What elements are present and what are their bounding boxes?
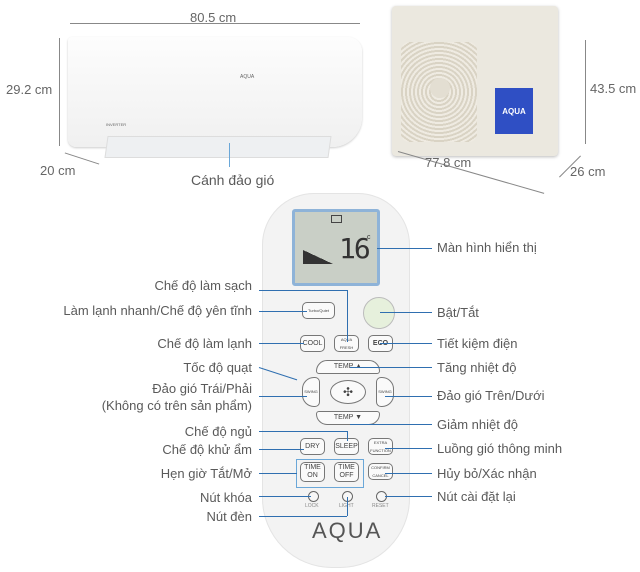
fan-speed-button[interactable]: ✣	[330, 380, 366, 404]
fan-icon: ✣	[342, 385, 354, 399]
leader-line	[259, 516, 347, 517]
dpad: TEMP ▲ SWING ✣ SWING TEMP ▼	[302, 360, 394, 426]
label-smart-airflow: Luồng gió thông minh	[437, 441, 563, 456]
reset-label: RESET	[372, 503, 389, 509]
leader-line	[259, 311, 307, 312]
leader-line	[385, 496, 432, 497]
swing-ud-button[interactable]: SWING	[376, 377, 394, 407]
fan-hub	[430, 78, 450, 98]
label-power: Bật/Tắt	[437, 305, 479, 320]
leader-line	[347, 497, 348, 516]
leader-line	[347, 290, 348, 342]
lcd-unit: c	[367, 234, 371, 241]
outdoor-height-arrow	[585, 40, 586, 144]
remote-brand: AQUA	[312, 518, 383, 543]
leader-line	[377, 248, 432, 249]
temp-down-button[interactable]: TEMP ▼	[316, 411, 380, 425]
label-timer: Hẹn giờ Tắt/Mở	[160, 466, 252, 481]
lcd-mode-icon	[331, 215, 342, 223]
vane-pointer	[229, 143, 230, 167]
outdoor-brand-text: AQUA	[502, 106, 526, 116]
label-temp-up: Tăng nhiệt độ	[437, 360, 517, 375]
indoor-width-label: 80.5 cm	[190, 10, 237, 25]
label-swing-lr-note: (Không có trên sản phẩm)	[101, 398, 252, 413]
label-turbo-quiet: Làm lạnh nhanh/Chế độ yên tĩnh	[63, 303, 252, 318]
height-arrow	[59, 38, 60, 146]
turbo-quiet-button[interactable]: Turbo/Quiet	[302, 302, 335, 319]
label-clean-mode: Chế độ làm sạch	[154, 278, 252, 293]
indoor-depth-label: 20 cm	[40, 163, 76, 178]
lcd-temp: 16	[339, 232, 371, 265]
label-light: Nút đèn	[206, 509, 252, 524]
leader-line	[385, 448, 432, 449]
label-sleep-mode: Chế độ ngủ	[184, 424, 252, 439]
indoor-vane	[104, 136, 332, 158]
leader-line	[385, 396, 432, 397]
leader-line	[259, 343, 304, 344]
light-label: LIGHT	[339, 503, 354, 509]
label-temp-down: Giảm nhiệt độ	[437, 417, 518, 432]
label-swing-lr: Đảo gió Trái/Phải	[152, 381, 252, 396]
label-cool-mode: Chế độ làm lạnh	[157, 336, 252, 351]
leader-line	[380, 312, 432, 313]
inverter-badge: INVERTER	[106, 122, 127, 127]
leader-line	[385, 473, 432, 474]
fan-bars	[303, 250, 333, 264]
dry-button[interactable]: DRY	[300, 438, 325, 455]
label-eco: Tiết kiệm điện	[437, 336, 518, 351]
leader-line	[350, 424, 432, 425]
swing-lr-button[interactable]: SWING	[302, 377, 320, 407]
leader-line	[259, 290, 347, 291]
time-off-button[interactable]: TIME OFF	[334, 462, 359, 482]
label-dry-mode: Chế độ khử ẩm	[162, 442, 252, 457]
extra-function-button[interactable]: EXTRA FUNCTION	[368, 438, 393, 455]
leader-line	[259, 449, 304, 450]
aqua-fresh-button[interactable]: AQUA FRESH	[334, 335, 359, 352]
time-on-button[interactable]: TIME ON	[300, 462, 325, 482]
lcd-display: 16 c	[292, 209, 380, 286]
label-display: Màn hình hiển thị	[437, 240, 537, 255]
leader-line	[347, 431, 348, 441]
power-button[interactable]	[363, 297, 395, 329]
confirm-cancel-button[interactable]: CONFIRM CANCEL	[368, 463, 393, 480]
outdoor-height-label: 43.5 cm	[590, 81, 637, 96]
leader-line	[259, 496, 311, 497]
label-cancel-confirm: Hủy bỏ/Xác nhận	[437, 466, 537, 481]
indoor-height-label: 29.2 cm	[6, 82, 53, 97]
width-arrow	[70, 23, 360, 24]
lock-label: LOCK	[305, 503, 319, 509]
label-reset: Nút cài đặt lại	[437, 489, 516, 504]
outdoor-depth-label: 26 cm	[570, 164, 606, 179]
leader-line	[259, 396, 307, 397]
indoor-body	[68, 37, 362, 147]
leader-line	[259, 473, 297, 474]
leader-line	[380, 343, 432, 344]
outdoor-width-label: 77.8 cm	[425, 155, 472, 170]
outdoor-brand-badge: AQUA	[495, 88, 533, 134]
indoor-brand: AQUA	[240, 74, 255, 80]
leader-line	[350, 367, 432, 368]
label-swing-ud: Đảo gió Trên/Dưới	[437, 388, 545, 403]
leader-line	[259, 431, 347, 432]
vane-label: Cánh đảo gió	[191, 172, 275, 188]
sleep-button[interactable]: SLEEP	[334, 438, 359, 455]
label-fan-speed: Tốc độ quạt	[183, 360, 252, 375]
label-lock: Nút khóa	[199, 490, 252, 505]
